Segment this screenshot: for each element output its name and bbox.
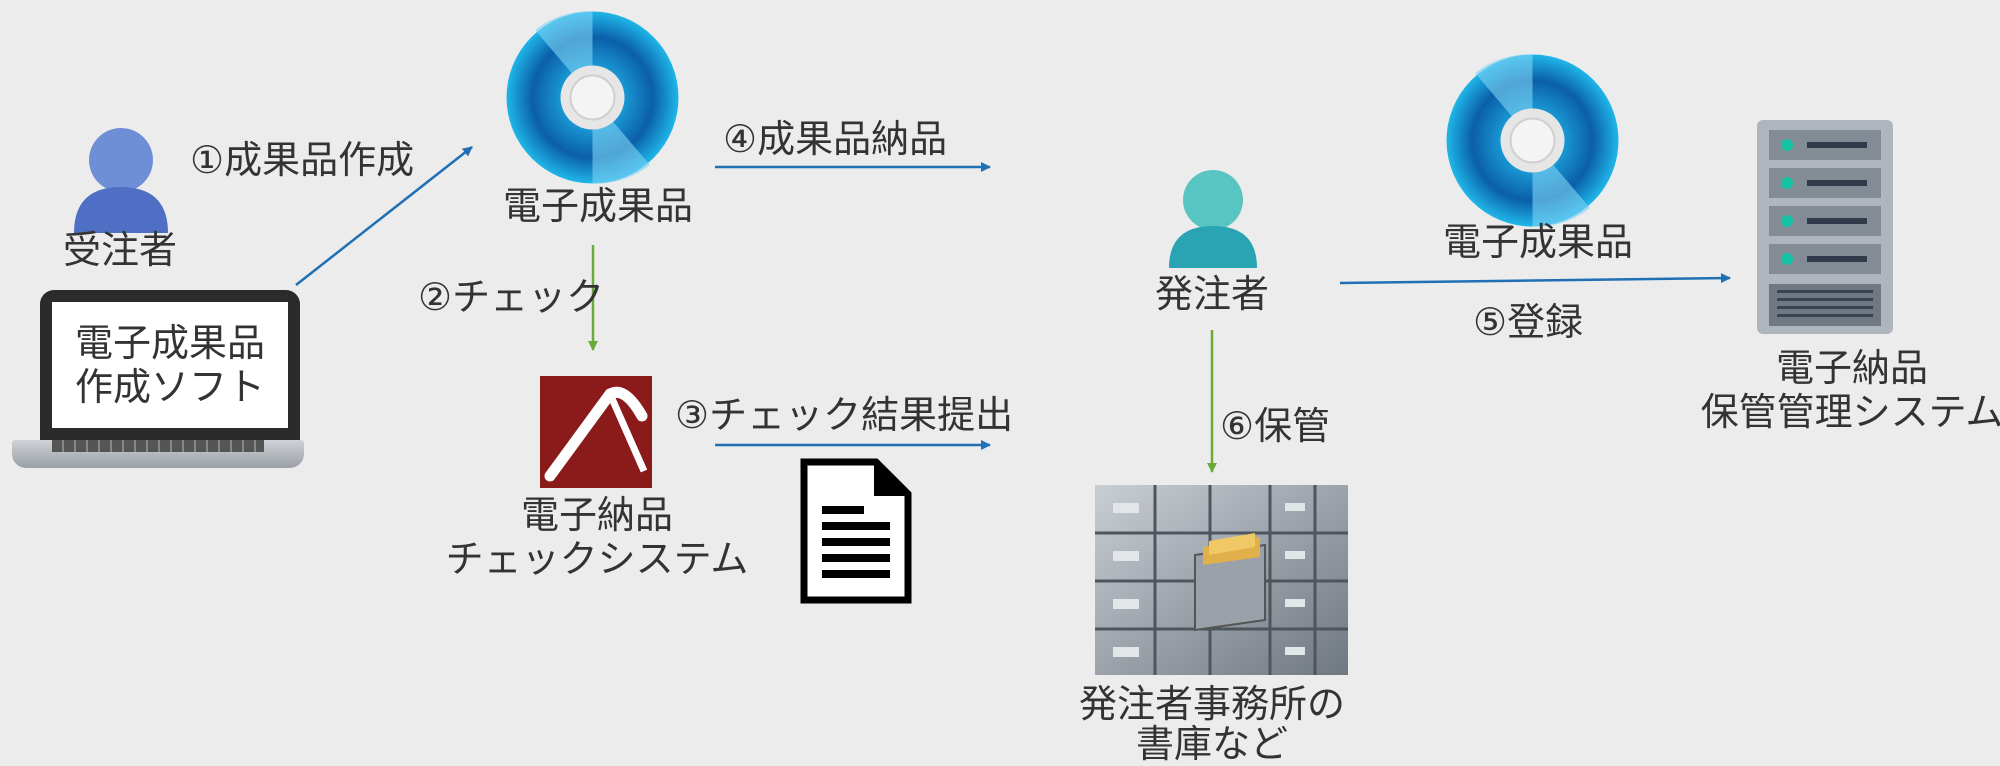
server-icon — [1757, 120, 1893, 334]
step3-label: ③チェック結果提出 — [675, 393, 1014, 437]
server-label-line2: 保管管理システム — [1700, 390, 2000, 434]
checker-label-line1: 電子納品 — [520, 493, 674, 537]
laptop-icon: 電子成果品 作成ソフト — [40, 290, 300, 440]
orderer-person-icon — [1169, 170, 1257, 268]
step5-label: ⑤登録 — [1473, 300, 1584, 344]
step6-label: ⑥保管 — [1220, 404, 1331, 448]
laptop-label-line1: 電子成果品 — [74, 321, 265, 365]
step2-label: ②チェック — [418, 275, 605, 319]
disc2-label: 電子成果品 — [1442, 220, 1634, 264]
check-system-icon — [540, 376, 652, 488]
file-cabinet-icon — [1095, 485, 1348, 675]
document-icon — [800, 458, 912, 604]
contractor-label: 受注者 — [62, 228, 178, 272]
archive-label-line2: 書庫など — [1135, 722, 1289, 766]
disc1-label: 電子成果品 — [502, 184, 694, 228]
laptop-keyboard — [52, 440, 264, 452]
server-label-line1: 電子納品 — [1775, 346, 1929, 390]
arrow-step1 — [295, 146, 473, 286]
orderer-label: 発注者 — [1154, 272, 1270, 316]
step4-label: ④成果品納品 — [723, 117, 948, 161]
laptop-label-line2: 作成ソフト — [74, 365, 265, 409]
arrow-step5 — [1339, 273, 1731, 285]
checker-label-line2: チェックシステム — [445, 537, 749, 581]
contractor-person-icon — [74, 128, 168, 233]
disc-icon — [506, 11, 679, 184]
disc-icon — [1446, 54, 1619, 227]
archive-label-line1: 発注者事務所の — [1078, 682, 1346, 726]
step1-label: ①成果品作成 — [190, 138, 415, 182]
